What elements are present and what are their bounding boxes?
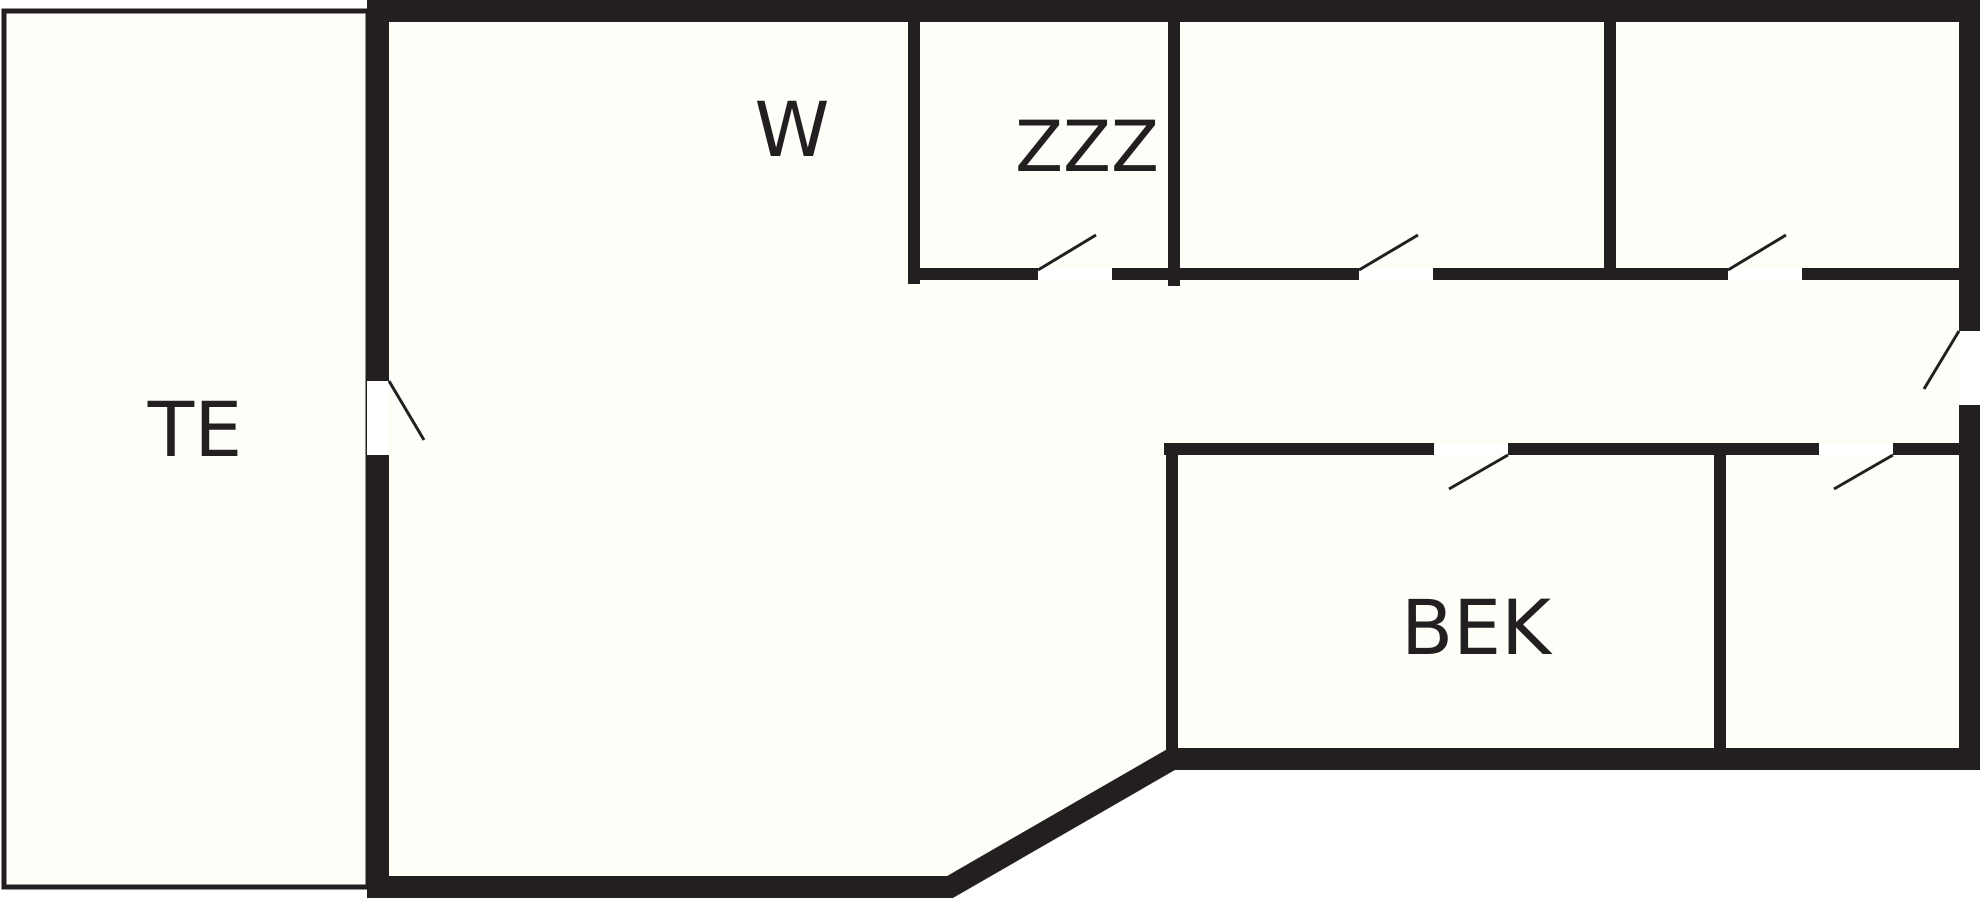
door-gap-utility bbox=[1819, 443, 1893, 455]
room-label-terrace: TE bbox=[147, 385, 242, 474]
door-gaps bbox=[367, 268, 1980, 455]
door-gap-bedroom bbox=[1038, 268, 1112, 280]
door-gap-terrace bbox=[367, 381, 389, 455]
door-leaves bbox=[387, 233, 1961, 491]
room-label-living: W bbox=[754, 85, 829, 174]
door-leaf-utility bbox=[1833, 453, 1894, 491]
door-gap-bathroom bbox=[1434, 443, 1508, 455]
door-leaf-storage-middle bbox=[1358, 233, 1419, 272]
door-gap-entrance bbox=[1959, 331, 1980, 405]
door-gap-storage-right bbox=[1728, 268, 1802, 280]
door-leaf-bedroom bbox=[1037, 233, 1097, 272]
door-gap-storage-middle bbox=[1359, 268, 1433, 280]
door-leaf-storage-right bbox=[1727, 233, 1787, 272]
room-terrace bbox=[1, 8, 371, 890]
door-leaf-entrance bbox=[1922, 330, 1961, 390]
door-leaf-bathroom bbox=[1448, 453, 1509, 491]
door-leaf-terrace bbox=[387, 380, 426, 441]
room-label-bedroom: ZZZ bbox=[1015, 106, 1159, 188]
room-label-bathroom: BEK bbox=[1401, 583, 1553, 672]
